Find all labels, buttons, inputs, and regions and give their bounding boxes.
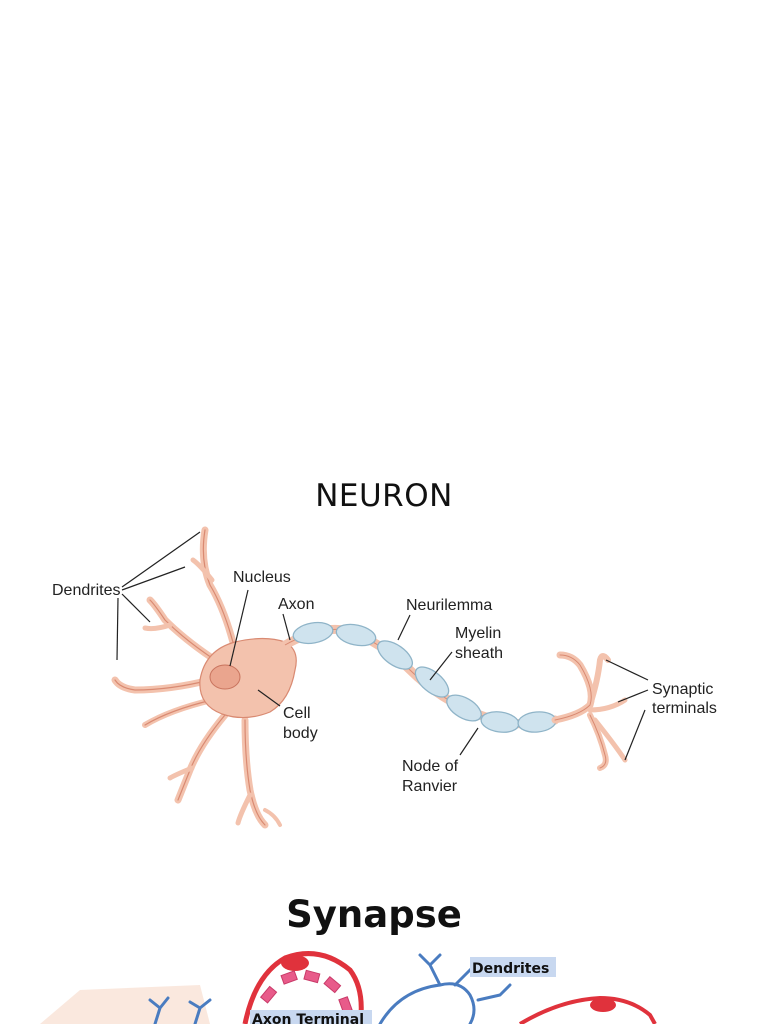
neuron-diagram: Dendrites Nucleus Axon Neurilemma Myelin… — [52, 526, 717, 829]
vesicle-chain — [259, 969, 353, 1014]
right-neuron-shape — [518, 995, 657, 1024]
label-cell-1: Cell — [283, 705, 311, 722]
right-nucleus — [590, 998, 616, 1012]
label-axon: Axon — [278, 596, 314, 613]
leader-lines — [116, 531, 649, 761]
page-title: NEURON — [315, 478, 453, 514]
synapse-title: Synapse — [286, 893, 462, 936]
nucleus-shape — [209, 664, 241, 690]
label-myelin-2: sheath — [455, 645, 503, 662]
terminal-nucleus — [281, 955, 309, 971]
label-synapse-dendrites: Dendrites — [472, 961, 549, 977]
background-shape — [40, 985, 210, 1024]
axon-terminal-tag-bg — [250, 1010, 372, 1024]
label-nucleus: Nucleus — [233, 569, 291, 586]
cell-body-shape — [199, 637, 297, 719]
label-myelin-1: Myelin — [455, 625, 501, 642]
label-node-1: Node of — [402, 758, 459, 775]
label-synaptic-1: Synaptic — [652, 681, 713, 698]
label-cell-2: body — [283, 725, 318, 742]
label-node-2: Ranvier — [402, 778, 458, 795]
label-dendrites: Dendrites — [52, 582, 120, 599]
synaptic-terminals-shape — [551, 651, 628, 771]
dendrites-tag-bg — [470, 957, 556, 977]
label-synaptic-2: terminals — [652, 700, 717, 717]
synapse-diagram: Dendrites Axon Terminal — [40, 951, 657, 1024]
dendrites-shape — [111, 526, 282, 829]
label-axon-terminal: Axon Terminal — [252, 1012, 364, 1024]
myelin-sheath-shape — [292, 621, 557, 733]
dendrite-branches — [148, 953, 512, 1024]
axon-terminal-shape — [242, 951, 364, 1024]
label-neurilemma: Neurilemma — [406, 597, 492, 614]
